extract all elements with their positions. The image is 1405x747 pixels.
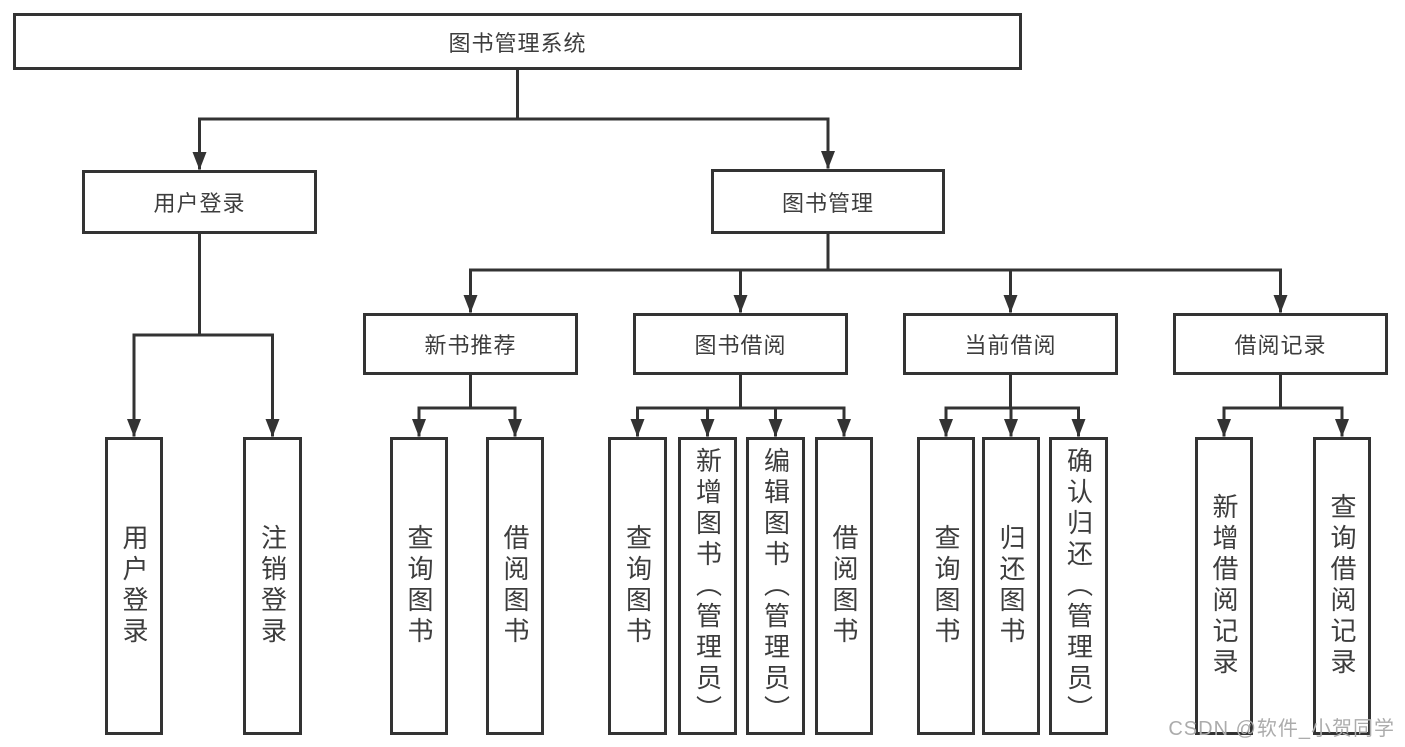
node-borrow: 图书借阅 (633, 313, 848, 375)
node-current: 当前借阅 (903, 313, 1118, 375)
node-records-2: 查询借阅记录 (1313, 437, 1371, 735)
node-rec-2: 借阅图书 (486, 437, 544, 735)
node-rec-1: 查询图书 (390, 437, 448, 735)
node-root: 图书管理系统 (13, 13, 1022, 70)
node-current-2: 归还图书 (982, 437, 1040, 735)
node-borrow-2: 新增图书（管理员） (678, 437, 737, 735)
node-login-1: 用户登录 (105, 437, 163, 735)
node-current-1: 查询图书 (917, 437, 975, 735)
node-records-1: 新增借阅记录 (1195, 437, 1253, 735)
node-current-3: 确认归还（管理员） (1049, 437, 1108, 735)
node-records: 借阅记录 (1173, 313, 1388, 375)
node-mgmt: 图书管理 (711, 169, 945, 234)
watermark: CSDN @软件_小贺同学 (1168, 718, 1395, 740)
node-login: 用户登录 (82, 170, 317, 234)
node-borrow-3: 编辑图书（管理员） (746, 437, 805, 735)
node-rec: 新书推荐 (363, 313, 578, 375)
node-login-2: 注销登录 (243, 437, 302, 735)
node-borrow-1: 查询图书 (608, 437, 667, 735)
node-borrow-4: 借阅图书 (815, 437, 873, 735)
